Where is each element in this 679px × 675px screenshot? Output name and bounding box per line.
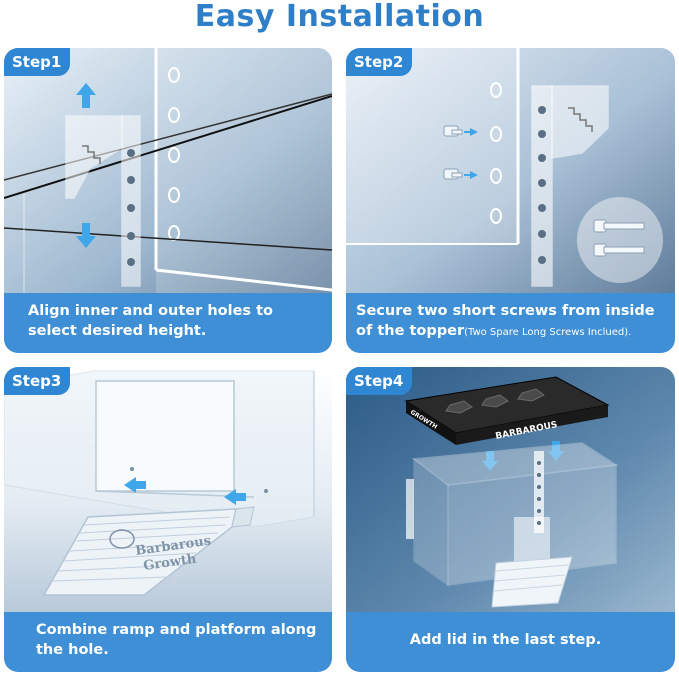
step3-badge: Step3 — [4, 367, 71, 395]
step4-panel: BARBAROUS GROWTH Step4 — [346, 367, 675, 672]
step3-illustration: Barbarous Growth — [4, 367, 332, 613]
step2-illustration — [346, 48, 675, 294]
step1-badge: Step1 — [4, 48, 71, 76]
step4-badge: Step4 — [346, 367, 413, 395]
step2-badge: Step2 — [346, 48, 413, 76]
step3-panel: Barbarous Growth Step3 Combine ramp and … — [4, 367, 332, 672]
step2-caption-note: (Two Spare Long Screws Inclued). — [464, 327, 632, 338]
step1-caption-text: Align inner and outer holes to select de… — [28, 303, 274, 339]
step2-caption: Secure two short screws from inside of t… — [346, 293, 675, 353]
step1-panel: Step1 Align inner and outer holes to sel… — [4, 48, 332, 353]
page-title: Easy Installation — [194, 0, 485, 34]
step4-caption: Add lid in the last step. — [346, 612, 675, 672]
step4-illustration: BARBAROUS GROWTH — [346, 367, 675, 613]
step1-caption: Align inner and outer holes to select de… — [4, 293, 332, 353]
step2-panel: Step2 Secure two short screws from insid… — [346, 48, 675, 353]
step3-ramp-logo-line2: Growth — [142, 552, 197, 574]
step2-caption-text: Secure two short screws from inside of t… — [356, 303, 655, 339]
step3-caption: Combine ramp and platform along the hole… — [4, 612, 332, 672]
step4-caption-text: Add lid in the last step. — [409, 632, 602, 648]
step3-caption-text: Combine ramp and platform along the hole… — [36, 622, 317, 658]
step1-illustration — [4, 48, 332, 294]
